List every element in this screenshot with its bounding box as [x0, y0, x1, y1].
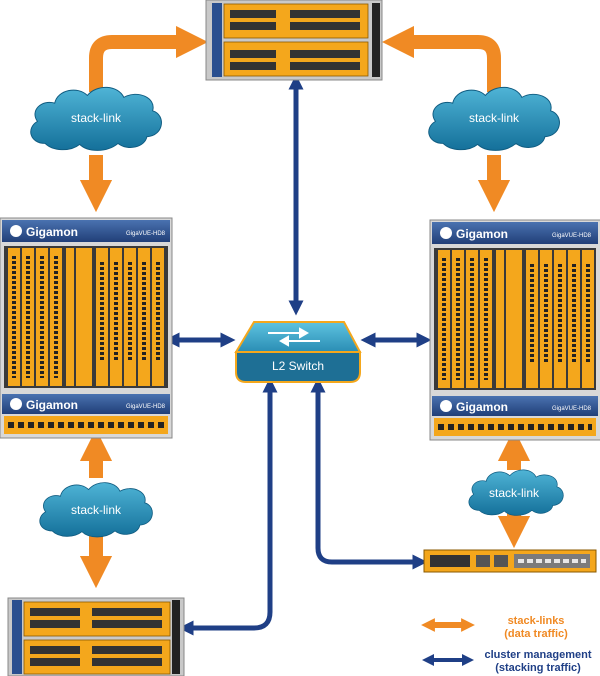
chassis-brand: Gigamon	[456, 227, 508, 241]
stack-link-arrows	[96, 42, 514, 572]
cloud-bottom-right: stack-link	[468, 469, 564, 516]
right-chassis: Gigamon GigaVUE-HD8 Gigamon GigaVUE-HD8	[429, 219, 600, 441]
cloud-top-left: stack-link	[30, 86, 162, 151]
stack-link-arrow-top-right	[398, 42, 494, 196]
cloud-top-right: stack-link	[428, 86, 560, 151]
left-chassis: Gigamon GigaVUE-HD8 Gigamon GigaVUE-HD8	[0, 217, 173, 439]
mgmt-arrow-bottom-left	[178, 377, 278, 636]
legend-mgmt-label: cluster management (stacking traffic)	[480, 649, 596, 675]
chassis-model-lower: GigaVUE-HD8	[552, 406, 592, 412]
cloud-label: stack-link	[71, 503, 122, 517]
legend-data-line1: stack-links	[507, 615, 565, 627]
bottom-left-chassis	[7, 597, 185, 676]
top-chassis	[205, 0, 383, 81]
legend	[421, 618, 475, 666]
l2-switch: L2 Switch	[234, 321, 362, 383]
cloud-label: stack-link	[489, 486, 540, 500]
legend-mgmt-line1: cluster management	[484, 649, 592, 661]
gigamon-logo-icon	[10, 225, 22, 237]
cluster-management-arrows	[164, 74, 432, 636]
legend-data-line2: (data traffic)	[504, 628, 568, 640]
legend-mgmt-line2: (stacking traffic)	[495, 662, 581, 674]
chassis-model: GigaVUE-HD8	[126, 231, 166, 237]
stack-link-arrow-top-left	[96, 42, 192, 196]
gigamon-logo-icon	[440, 227, 452, 239]
cloud-label: stack-link	[71, 111, 122, 125]
chassis-brand: Gigamon	[26, 225, 78, 239]
switch-label: L2 Switch	[272, 359, 324, 373]
mgmt-arrow-bottom-right	[310, 377, 428, 570]
switch-arrows-icon	[268, 327, 320, 347]
cloud-label: stack-link	[469, 111, 520, 125]
chassis-brand-lower: Gigamon	[26, 398, 78, 412]
gigamon-logo-icon	[10, 398, 22, 410]
legend-data-label: stack-links (data traffic)	[486, 615, 586, 641]
chassis-brand-lower: Gigamon	[456, 400, 508, 414]
line-cards	[8, 248, 164, 386]
chassis-model-lower: GigaVUE-HD8	[126, 404, 166, 410]
bottom-right-appliance	[423, 549, 597, 573]
chassis-model: GigaVUE-HD8	[552, 233, 592, 239]
gigamon-logo-icon	[440, 400, 452, 412]
line-cards	[438, 250, 594, 388]
cloud-bottom-left: stack-link	[39, 482, 153, 538]
